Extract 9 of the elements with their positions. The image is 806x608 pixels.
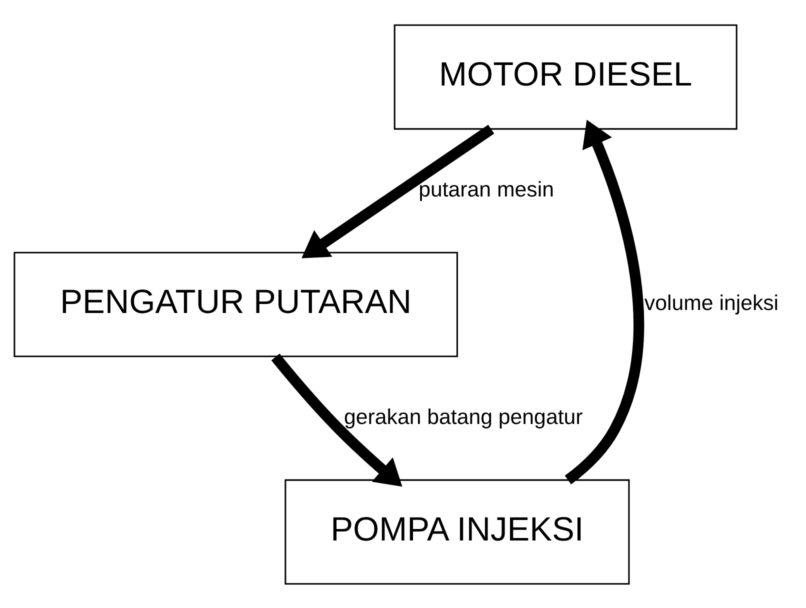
arrow <box>302 124 494 258</box>
node-box: POMPA INJEKSI <box>284 478 630 584</box>
edge-label: volume injeksi <box>644 290 779 315</box>
arrow <box>564 119 644 484</box>
edge-label: gerakan batang pengatur <box>344 404 583 428</box>
arrow <box>271 353 402 486</box>
node-box: MOTOR DIESEL <box>394 24 738 130</box>
node-box: PENGATUR PUTARAN <box>14 251 458 357</box>
edge-label: putaran mesin <box>418 176 554 201</box>
